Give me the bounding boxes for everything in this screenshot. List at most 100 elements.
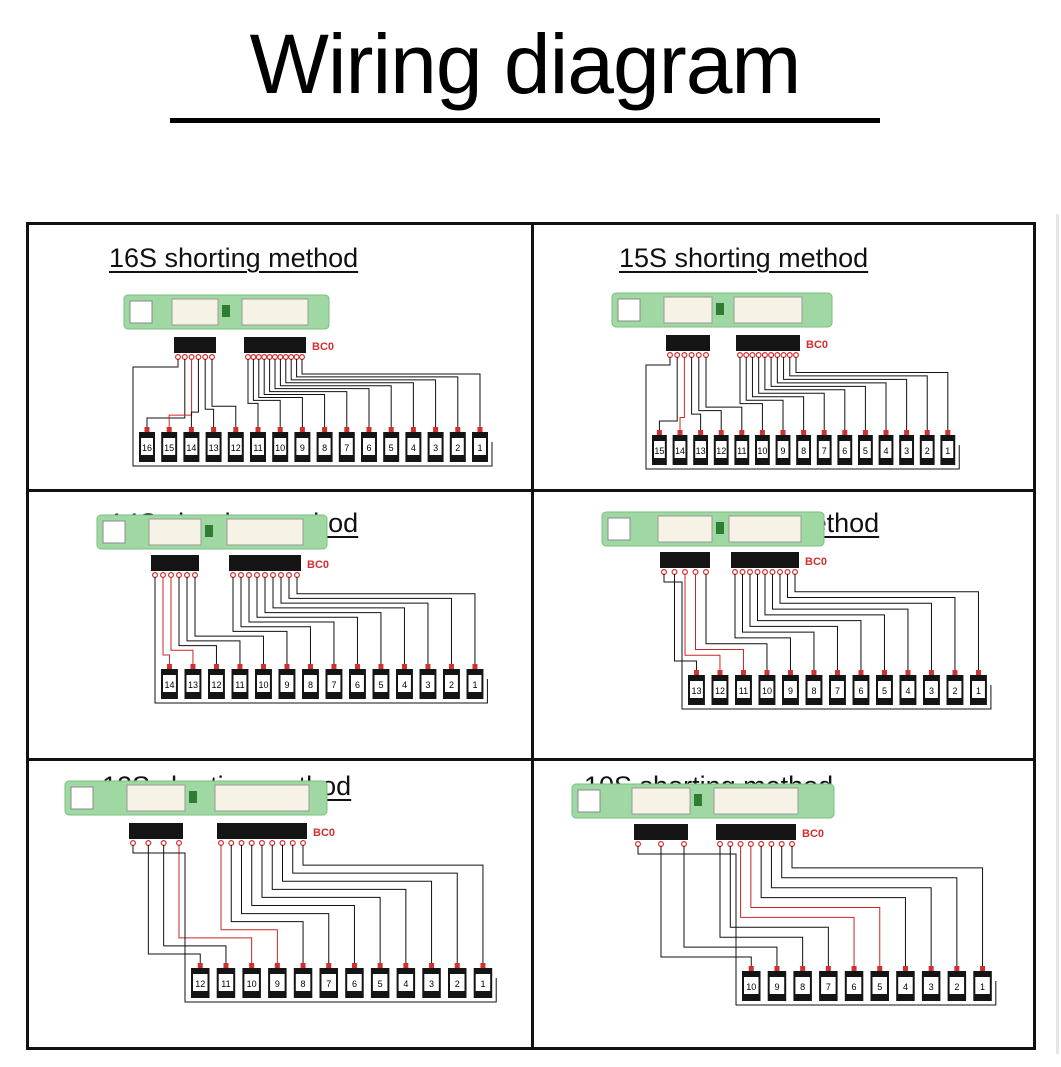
return-wire [154, 577, 488, 704]
sense-wires [645, 357, 960, 470]
grid-divider-vertical [531, 225, 534, 1047]
cell-terminal [300, 963, 306, 968]
board-socket-b [214, 784, 310, 812]
cell-label-box [163, 438, 176, 455]
cell-label-box [795, 977, 810, 994]
connector-pin [181, 354, 188, 361]
cell-terminal [213, 664, 219, 669]
cell-number: 2 [952, 686, 957, 696]
cell-number: 7 [826, 982, 831, 992]
sense-wires [132, 845, 497, 1003]
cell-terminal [851, 966, 857, 971]
connector-pin [784, 568, 791, 575]
connector-pin [688, 351, 695, 358]
cell-number: 16 [142, 443, 152, 453]
cell-terminal [975, 670, 981, 675]
connector-pin [780, 351, 787, 358]
cell-terminal [842, 430, 848, 435]
connector-pin [246, 571, 253, 578]
cell-terminal [718, 430, 724, 435]
cell-number: 4 [905, 686, 910, 696]
cell-number: 1 [976, 686, 981, 696]
board-chip [716, 303, 724, 315]
cell-number: 3 [904, 446, 909, 456]
sense-wire [256, 577, 358, 664]
cell-label-box [321, 974, 337, 991]
cell-label-box [474, 438, 486, 455]
sense-wire [787, 574, 956, 670]
sense-wire [729, 846, 829, 966]
connector-pin [727, 840, 734, 847]
battery-cell: 7 [319, 963, 339, 998]
cell-terminal [166, 427, 172, 432]
cell-number: 6 [858, 686, 863, 696]
connector-pin [682, 568, 689, 575]
cell-number: 1 [945, 446, 950, 456]
connector-pin [634, 840, 641, 847]
cell-terminal [952, 670, 958, 675]
connector-pin [657, 840, 664, 847]
connector-pin [769, 568, 776, 575]
connector-pin [789, 840, 796, 847]
connector-pin [282, 354, 289, 361]
connector-pin [266, 354, 273, 361]
sense-wire [698, 357, 722, 430]
cell-number: 10 [275, 443, 285, 453]
battery-cell: 9 [775, 430, 791, 465]
board-socket-b [713, 787, 799, 815]
cell-terminal [326, 963, 332, 968]
connector-plug-a [174, 337, 216, 353]
battery-cell: 3 [921, 966, 941, 1001]
cell-terminal [401, 664, 407, 669]
battery-cell: 5 [876, 670, 893, 705]
connector-plug-a [634, 824, 688, 840]
cell-label-box [860, 441, 871, 458]
cell-terminal [698, 430, 704, 435]
cell-label-box [163, 675, 176, 692]
cell-number: 7 [326, 979, 331, 989]
cell-number: 10 [762, 686, 772, 696]
sense-wire [691, 357, 702, 430]
battery-cell: 11 [734, 430, 750, 465]
cell-terminal [307, 664, 313, 669]
bms-board [611, 292, 833, 328]
cell-number: 12 [231, 443, 241, 453]
sense-wire [186, 577, 241, 664]
cell-terminal [902, 966, 908, 971]
cell-label-box [972, 681, 985, 698]
cell-terminal [284, 664, 290, 669]
sense-wire [230, 845, 304, 963]
cell-label-box [713, 681, 727, 698]
cell-number: 6 [852, 982, 857, 992]
bms-board [96, 514, 328, 550]
cell-number: 11 [235, 680, 244, 690]
cell-terminal [277, 427, 283, 432]
battery-cell: 5 [372, 664, 390, 699]
board-chip [694, 794, 702, 806]
battery-cell: 7 [829, 670, 846, 705]
connector-pin [261, 354, 268, 361]
cell-label-box [252, 438, 264, 455]
battery-cell: 10 [255, 664, 272, 699]
battery-cell: 4 [896, 966, 915, 1001]
connector-pin [743, 351, 750, 358]
cell-label-box [690, 681, 703, 698]
cell-number: 2 [954, 982, 959, 992]
battery-cell: 5 [858, 430, 873, 465]
sense-wire [271, 845, 407, 963]
cell-label-box [948, 681, 962, 698]
cell-terminal [787, 670, 793, 675]
connector-pin [681, 351, 688, 358]
sense-wire [749, 574, 838, 670]
connector-pin [272, 354, 279, 361]
cell-number: 9 [781, 446, 786, 456]
connector-pin [758, 840, 765, 847]
board-socket-small [70, 786, 94, 810]
cell-label-box [347, 974, 362, 991]
connector-pin [768, 840, 775, 847]
cell-number: 4 [411, 443, 416, 453]
cell-label-box [429, 438, 442, 455]
panel-title: 15S shorting method [619, 243, 869, 273]
